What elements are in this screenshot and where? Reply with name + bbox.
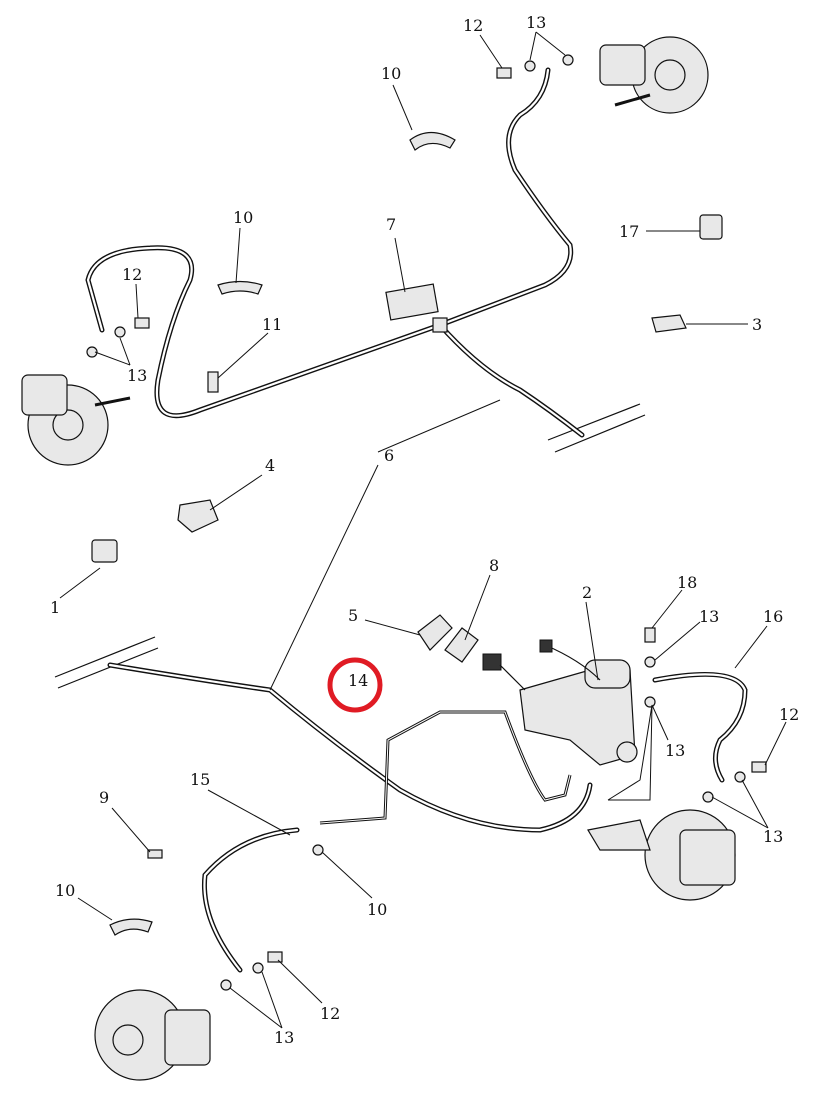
bolt-12 — [134, 317, 150, 329]
caliper-top-right — [599, 36, 709, 114]
part-label: 12 — [122, 265, 142, 284]
part-label: 11 — [262, 315, 282, 334]
sensor-3 — [651, 314, 687, 333]
part-label: 10 — [367, 900, 387, 919]
vehicle-body-outline — [54, 403, 646, 689]
part-label: 13 — [699, 607, 719, 626]
part-label: 12 — [779, 705, 799, 724]
part-label: 16 — [763, 607, 783, 626]
hose-junction — [432, 317, 448, 333]
switch-17 — [699, 214, 723, 240]
clip-10 — [312, 844, 324, 856]
part-label: 1 — [50, 598, 60, 617]
small-parts — [86, 54, 767, 991]
caliper-left — [21, 374, 131, 466]
part-label: 10 — [381, 64, 401, 83]
bolt-12 — [267, 951, 283, 963]
part-label: 12 — [463, 16, 483, 35]
washer-13 — [252, 962, 264, 974]
part-label: 4 — [265, 456, 275, 475]
washer-13 — [734, 771, 746, 783]
master-cylinder — [482, 639, 638, 766]
bolt-12 — [751, 761, 767, 773]
part-label: 5 — [348, 606, 358, 625]
washer-13 — [524, 60, 536, 72]
washer-13 — [702, 791, 714, 803]
part-label: 2 — [582, 583, 592, 602]
part-label: 18 — [677, 573, 697, 592]
fitting-1 — [91, 539, 118, 563]
clip-11 — [207, 371, 219, 393]
clip-10 — [109, 918, 153, 936]
part-label: 15 — [190, 770, 210, 789]
bolt-18 — [644, 627, 656, 643]
part-label: 9 — [99, 788, 109, 807]
part-label: 10 — [55, 881, 75, 900]
part-label: 13 — [274, 1028, 294, 1047]
brake-hose-rear — [85, 67, 585, 438]
part-label: 10 — [233, 208, 253, 227]
brake-pipe-14 — [319, 710, 572, 825]
washer-13 — [644, 696, 656, 708]
bolt-12 — [496, 67, 512, 79]
bracket-7 — [385, 283, 439, 321]
part-label: 13 — [665, 741, 685, 760]
part-label: 13 — [526, 13, 546, 32]
part-labels: 12 13 10 10 7 17 12 11 3 13 6 4 8 2 18 5… — [50, 13, 799, 1047]
washer-13 — [114, 326, 126, 338]
gasket-5 — [417, 614, 453, 651]
caliper-front-right — [587, 809, 736, 901]
clip-10 — [217, 280, 263, 295]
clip-9 — [147, 849, 163, 859]
leader-lines — [59, 31, 787, 1029]
washer-13 — [562, 54, 574, 66]
part-label: 12 — [320, 1004, 340, 1023]
part-label: 7 — [386, 215, 396, 234]
part-label: 6 — [384, 446, 394, 465]
part-label: 17 — [619, 222, 639, 241]
washer-13 — [644, 656, 656, 668]
part-label: 8 — [489, 556, 499, 575]
part-label: 3 — [752, 315, 762, 334]
gasket-8 — [444, 627, 479, 663]
washer-13 — [86, 346, 98, 358]
part-label-highlighted: 14 — [348, 671, 368, 690]
part-label: 13 — [127, 366, 147, 385]
bracket-4 — [177, 499, 219, 533]
part-label: 13 — [763, 827, 783, 846]
clip-10 — [409, 131, 456, 151]
brake-hose-front — [107, 662, 748, 973]
highlight-circle — [327, 657, 383, 713]
washer-13 — [220, 979, 232, 991]
caliper-front-left — [94, 989, 211, 1081]
